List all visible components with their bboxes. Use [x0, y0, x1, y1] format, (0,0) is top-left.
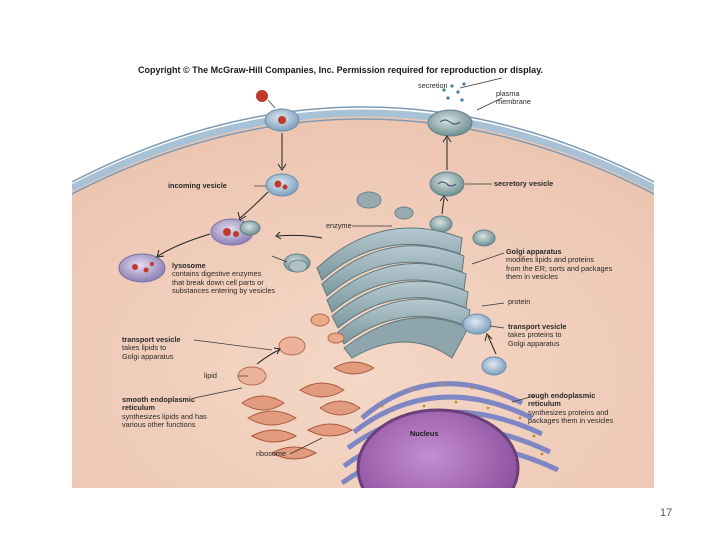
- smooth-er: [241, 361, 375, 460]
- label-transport-vesicle-protein: transport vesicle takes proteins to Golg…: [508, 322, 567, 348]
- label-golgi-apparatus: Golgi apparatus modifies lipids and prot…: [506, 247, 613, 282]
- page-number: 17: [660, 507, 673, 519]
- label-lipid: lipid: [204, 371, 217, 380]
- incoming-particle: [256, 90, 268, 102]
- free-vesicle: [356, 191, 382, 209]
- endomembrane-figure: Copyright © The McGraw-Hill Companies, I…: [72, 58, 654, 488]
- free-vesicle: [394, 206, 414, 220]
- label-smooth-er: smooth endoplasmic reticulum synthesizes…: [122, 395, 207, 430]
- label-plasma-membrane: plasma membrane: [496, 89, 531, 107]
- label-enzyme: enzyme: [326, 221, 352, 230]
- exocytic-pit: [427, 109, 473, 137]
- lysosome-digesting: [118, 253, 166, 283]
- label-transport-vesicle-lipid: transport vesicle takes lipids to Golgi …: [122, 335, 181, 361]
- copyright-notice: Copyright © The McGraw-Hill Companies, I…: [138, 65, 544, 75]
- label-secretion: secretion: [418, 81, 448, 90]
- cell-illustration: [72, 77, 654, 488]
- plasma-membrane: [72, 109, 654, 192]
- golgi-apparatus: [316, 227, 471, 359]
- flow-arrows: [156, 133, 497, 365]
- label-rough-er: rough endoplasmic reticulum synthesizes …: [528, 391, 614, 426]
- nucleus: [356, 408, 520, 488]
- label-ribosome: ribosome: [256, 449, 287, 458]
- label-lysosome: lysosome contains digestive enzymes that…: [172, 261, 276, 296]
- label-protein: protein: [508, 297, 531, 306]
- incoming-vesicle: [265, 173, 299, 197]
- leader-lines: [193, 77, 535, 455]
- transport-vesicle-protein: [462, 313, 492, 335]
- label-secretory-vesicle: secretory vesicle: [494, 179, 554, 188]
- secretion-dots: [442, 82, 466, 102]
- label-incoming-vesicle: incoming vesicle: [168, 181, 227, 190]
- transport-vesicle-lipid: [278, 336, 306, 356]
- golgi-vesicle: [472, 229, 496, 247]
- transport-vesicle-protein: [481, 356, 507, 376]
- label-nucleus: Nucleus: [410, 429, 439, 438]
